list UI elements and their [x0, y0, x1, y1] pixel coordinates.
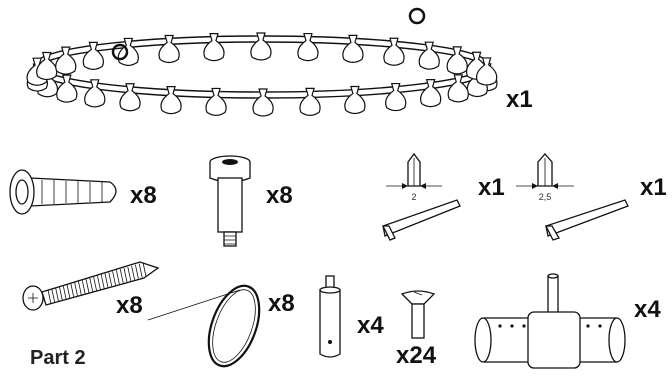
ceiling-hanger-left	[111, 43, 129, 61]
hook-glider	[56, 74, 78, 103]
hook-glider	[252, 88, 274, 117]
hook-glider	[84, 79, 106, 108]
connector-hole	[498, 324, 502, 328]
track-quantity: x1	[506, 86, 533, 113]
hook-glider	[160, 86, 182, 115]
screw-icon	[22, 261, 160, 311]
spacer-icon	[209, 155, 251, 247]
hook-glider	[446, 46, 468, 75]
connector-holes	[498, 324, 602, 328]
elastic-band-icon	[147, 284, 261, 368]
connector-hole	[598, 324, 602, 328]
bolt-quantity: x24	[396, 342, 437, 369]
spacer-quantity: x8	[266, 182, 293, 209]
hook-glider	[342, 34, 364, 63]
part-label: Part 2	[30, 347, 86, 369]
wall-plug-icon	[9, 169, 117, 215]
connector-hole	[522, 324, 526, 328]
hook-glider	[82, 41, 104, 70]
hook-glider	[203, 33, 225, 62]
hex-key-large-quantity: x1	[640, 174, 667, 201]
connector-hole	[510, 324, 514, 328]
hook-glider	[205, 87, 227, 117]
connector-quantity: x4	[634, 296, 661, 323]
hex-key-small-quantity: x1	[478, 174, 505, 201]
hex-key-small-size: 2	[411, 192, 416, 202]
hook-glider	[297, 32, 319, 62]
pin-quantity: x4	[357, 312, 384, 339]
hook-glider	[447, 74, 469, 103]
hook-gliders	[26, 32, 498, 117]
countersunk-bolt-icon	[400, 290, 436, 339]
hook-glider	[383, 37, 405, 66]
hex-key-large-icon	[516, 153, 629, 241]
hook-glider	[344, 85, 366, 115]
band-quantity: x8	[268, 290, 295, 317]
connector-hole	[586, 324, 590, 328]
screw-quantity: x8	[116, 292, 143, 319]
hook-glider	[475, 57, 498, 86]
hook-glider	[250, 32, 272, 61]
pin-icon	[319, 275, 341, 358]
hex-key-small-icon	[381, 152, 461, 241]
curtain-track-ring	[26, 7, 498, 117]
dowel-quantity: x8	[130, 182, 157, 209]
hook-glider	[385, 82, 407, 112]
hook-glider	[420, 79, 442, 108]
screw-thread	[47, 262, 147, 305]
hook-glider	[55, 46, 77, 75]
hook-glider	[418, 41, 440, 70]
hook-glider	[158, 34, 180, 64]
hook-glider	[36, 51, 58, 81]
hook-glider	[299, 87, 321, 116]
hex-key-large-size: 2,5	[539, 192, 552, 202]
hook-glider	[119, 83, 141, 112]
rail-connector-icon	[474, 273, 626, 369]
ceiling-hanger-right	[408, 7, 426, 25]
